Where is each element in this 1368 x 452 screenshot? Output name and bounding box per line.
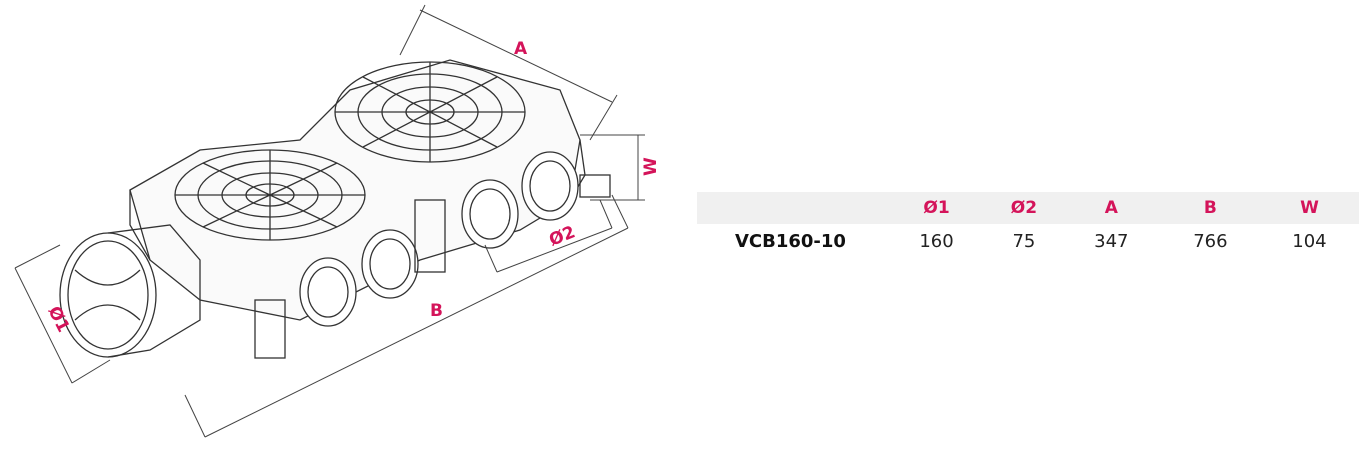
- header-d2: Ø2: [986, 192, 1062, 224]
- header-model: [697, 192, 887, 224]
- grid-lid-front: [174, 149, 366, 241]
- header-w: W: [1259, 192, 1359, 224]
- mounting-brackets: [254, 174, 611, 359]
- inlet-spigot: [59, 224, 201, 358]
- value-d1: 160: [919, 230, 954, 252]
- header-b: B: [1160, 192, 1260, 224]
- dimension-label-a: A: [514, 39, 528, 59]
- value-w: 104: [1292, 230, 1327, 252]
- dimension-lines: [14, 4, 645, 438]
- value-a: 347: [1094, 230, 1129, 252]
- table-header-row: Ø1 Ø2 A B W: [697, 192, 1359, 224]
- grid-lid-back: [334, 61, 526, 163]
- table-row: VCB160-10 160 75 347 766 104: [697, 224, 1359, 258]
- plenum-box-technical-drawing: A B W Ø1 Ø2: [14, 4, 661, 438]
- dimension-label-w: W: [641, 157, 661, 176]
- model-name: VCB160-10: [735, 230, 846, 252]
- dimension-label-d2: Ø2: [546, 222, 578, 250]
- dimensions-table: Ø1 Ø2 A B W VCB160-10 160 75 347 766 104: [697, 192, 1359, 258]
- header-d1: Ø1: [887, 192, 987, 224]
- header-a: A: [1061, 192, 1161, 224]
- value-d2: 75: [1012, 230, 1036, 252]
- dimension-label-b: B: [430, 301, 443, 321]
- value-b: 766: [1193, 230, 1228, 252]
- outlet-spigots: [299, 151, 579, 327]
